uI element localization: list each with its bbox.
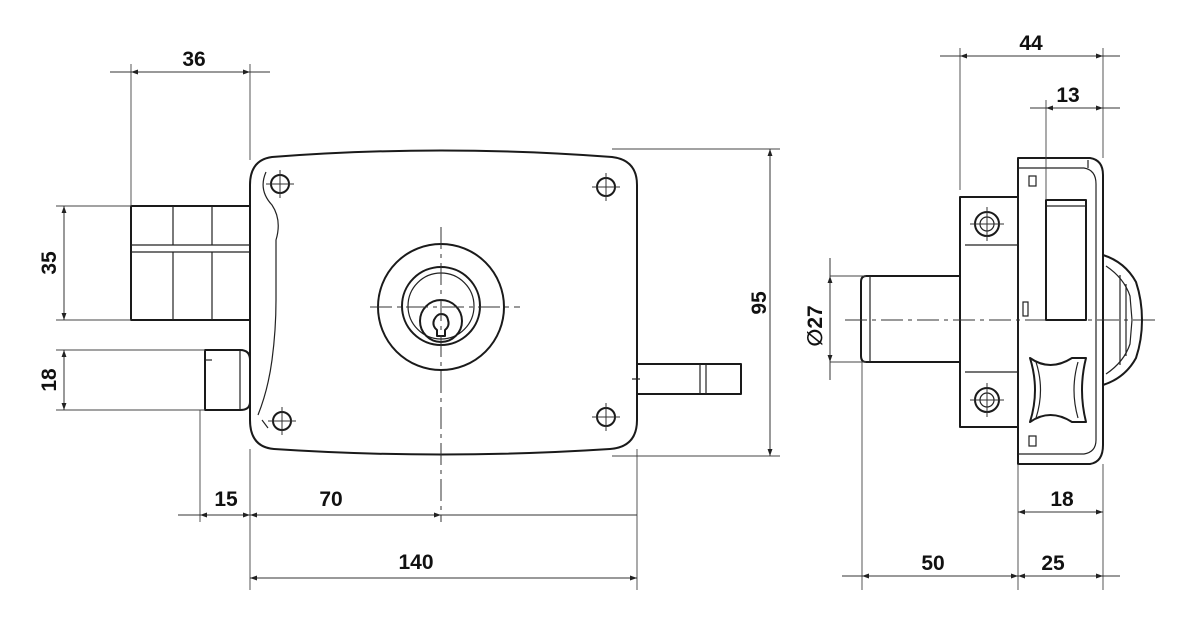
thumb-knob <box>1029 357 1087 423</box>
dim-case-depth: 25 <box>1041 552 1065 575</box>
dim-cylinder-length: 50 <box>921 552 944 575</box>
dim-bolt-height: 35 <box>38 251 61 275</box>
side-rod <box>632 363 742 395</box>
dim-case-height: 95 <box>748 291 771 315</box>
mounting-plate <box>959 196 1019 428</box>
dim-knob-depth: 13 <box>1056 84 1079 107</box>
dim-latch-offset: 15 <box>214 488 238 511</box>
lock-case-outline <box>249 149 638 456</box>
dim-latch-height: 18 <box>38 368 61 392</box>
dim-case-width: 140 <box>398 551 433 574</box>
screw-hole-bottom-right <box>592 403 620 431</box>
key-cylinder <box>370 227 520 522</box>
screw-hole-bottom-left <box>268 407 296 435</box>
dim-cylinder-diameter: ∅27 <box>804 305 827 346</box>
dim-bolt-length: 36 <box>182 48 205 71</box>
side-cylinder <box>845 275 1160 363</box>
main-bolt <box>130 205 251 321</box>
rear-cap <box>1102 254 1143 386</box>
case-inner-edge <box>257 171 279 416</box>
front-view: 36 35 18 95 15 70 140 <box>38 48 780 590</box>
side-screw-top <box>970 207 1004 241</box>
side-case-outline <box>1017 157 1104 465</box>
case-inner-edge-bottom <box>261 419 269 429</box>
latch-bolt <box>204 349 251 411</box>
screw-hole-top-left <box>266 170 294 198</box>
dim-plate-width: 18 <box>1050 488 1074 511</box>
side-square-bottom <box>1028 435 1037 447</box>
side-slot-upper <box>1045 199 1087 321</box>
dim-keyhole-offset: 70 <box>319 488 342 511</box>
screw-hole-top-right <box>592 173 620 201</box>
side-screw-bottom <box>970 383 1004 417</box>
side-square-top <box>1028 175 1037 187</box>
side-view: 44 13 ∅27 18 50 25 <box>804 32 1160 590</box>
dim-total-depth: 44 <box>1019 32 1043 55</box>
